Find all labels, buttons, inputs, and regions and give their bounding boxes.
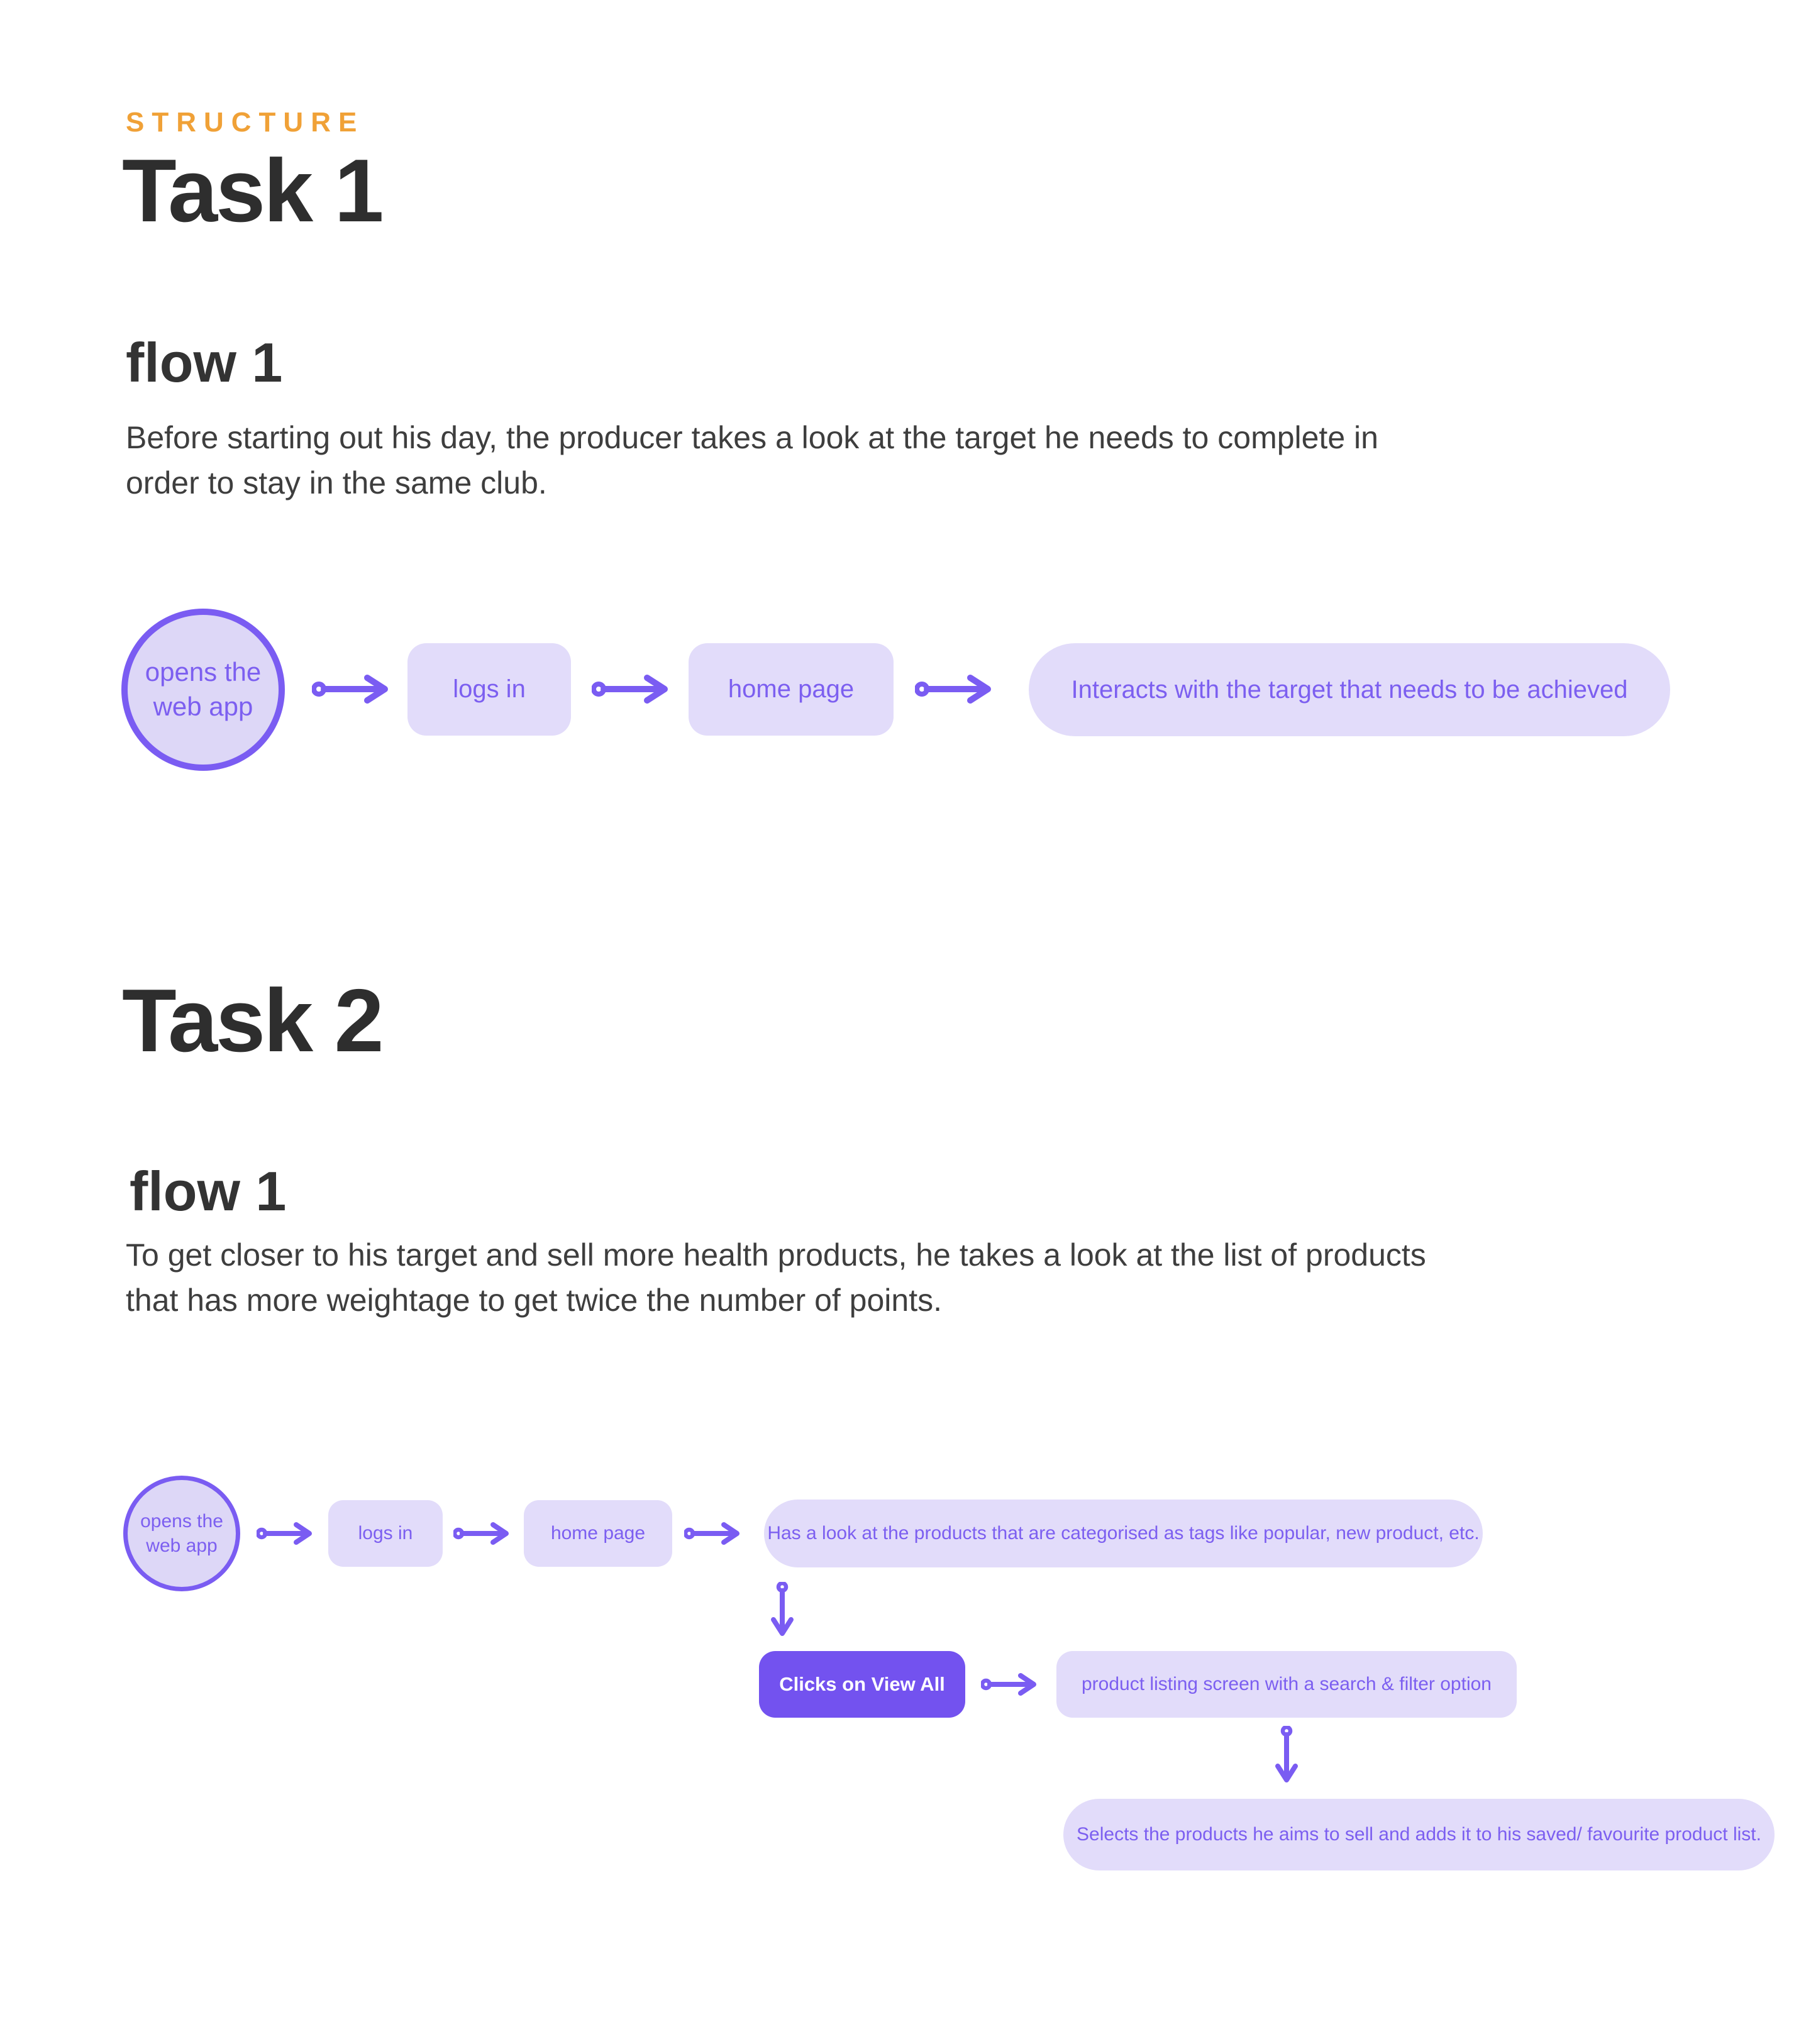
flow-arrow-right-icon — [915, 673, 998, 705]
flow1-node-logs-in: logs in — [407, 643, 571, 736]
flow2-node-product-listing-label: product listing screen with a search & f… — [1082, 1674, 1492, 1694]
flow1-node-opens-web-app: opens the web app — [121, 609, 285, 771]
flow2-node-clicks-view-all-button: Clicks on View All — [759, 1651, 965, 1718]
flow2-node-logs-in: logs in — [328, 1500, 443, 1567]
flow2-node-opens-web-app-label: opens the web app — [140, 1511, 223, 1556]
flow-arrow-right-icon — [453, 1521, 514, 1546]
task1-title: Task 1 — [122, 141, 384, 241]
flow-arrow-right-icon — [592, 673, 675, 705]
flow2-node-has-a-look-tags: Has a look at the products that are cate… — [764, 1500, 1483, 1567]
flow-arrow-right-icon — [257, 1521, 317, 1546]
flow2-node-selects-products-label: Selects the products he aims to sell and… — [1077, 1824, 1761, 1845]
flow2-node-opens-web-app: opens the web app — [123, 1476, 240, 1591]
flow1-node-logs-in-label: logs in — [453, 675, 526, 703]
flow2-node-selects-products: Selects the products he aims to sell and… — [1063, 1799, 1775, 1870]
flow-arrow-right-icon — [981, 1672, 1041, 1697]
task2-flow1-title: flow 1 — [130, 1160, 287, 1222]
flow1-node-interacts-target: Interacts with the target that needs to … — [1029, 643, 1670, 736]
structure-label: STRUCTURE — [126, 107, 365, 138]
flow-arrow-right-icon — [312, 673, 395, 705]
flow2-node-has-a-look-tags-label: Has a look at the products that are cate… — [767, 1523, 1480, 1544]
task1-flow1-title: flow 1 — [126, 331, 283, 394]
flow1-node-interacts-target-label: Interacts with the target that needs to … — [1071, 675, 1628, 704]
flow-arrow-down-icon — [1273, 1726, 1300, 1787]
flow-arrow-down-icon — [768, 1582, 796, 1641]
flow2-node-home-page-label: home page — [550, 1523, 646, 1544]
flow2-node-logs-in-label: logs in — [358, 1523, 413, 1544]
flow-arrow-right-icon — [684, 1521, 745, 1546]
task1-flow1-description: Before starting out his day, the produce… — [126, 420, 1378, 500]
task2-flow1-description: To get closer to his target and sell mor… — [126, 1237, 1426, 1318]
flow1-node-opens-web-app-label: opens the web app — [145, 657, 262, 721]
flow1-node-home-page-label: home page — [728, 675, 855, 703]
flow2-node-home-page: home page — [524, 1500, 672, 1567]
flow2-node-clicks-view-all-label: Clicks on View All — [779, 1673, 945, 1695]
flow2-node-product-listing: product listing screen with a search & f… — [1056, 1651, 1517, 1718]
flow1-node-home-page: home page — [689, 643, 894, 736]
task2-title: Task 2 — [122, 971, 384, 1071]
